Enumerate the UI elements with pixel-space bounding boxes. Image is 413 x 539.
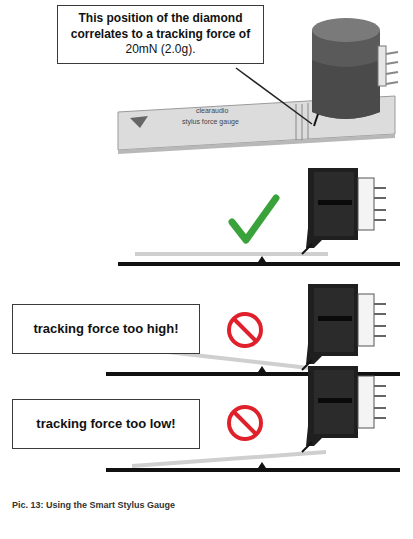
box-text: tracking force too high!: [19, 321, 193, 338]
box-text: 20mN (2.0g).: [64, 42, 257, 58]
gauge-label: stylus force gauge: [182, 118, 239, 125]
leader-line: [236, 68, 312, 124]
cartridge-top: [312, 18, 398, 126]
figure-caption: Pic. 13: Using the Smart Stylus Gauge: [12, 500, 175, 510]
callout-box: tracking force too high!: [12, 304, 200, 354]
callout-box: This position of the diamond correlates …: [57, 5, 264, 64]
box-text: tracking force too low!: [19, 416, 193, 433]
check-mark: [232, 198, 276, 240]
callout-box: tracking force too low!: [12, 399, 200, 449]
gauge-label: clearaudio: [196, 107, 228, 114]
box-text: This position of the diamond correlates …: [64, 11, 257, 42]
